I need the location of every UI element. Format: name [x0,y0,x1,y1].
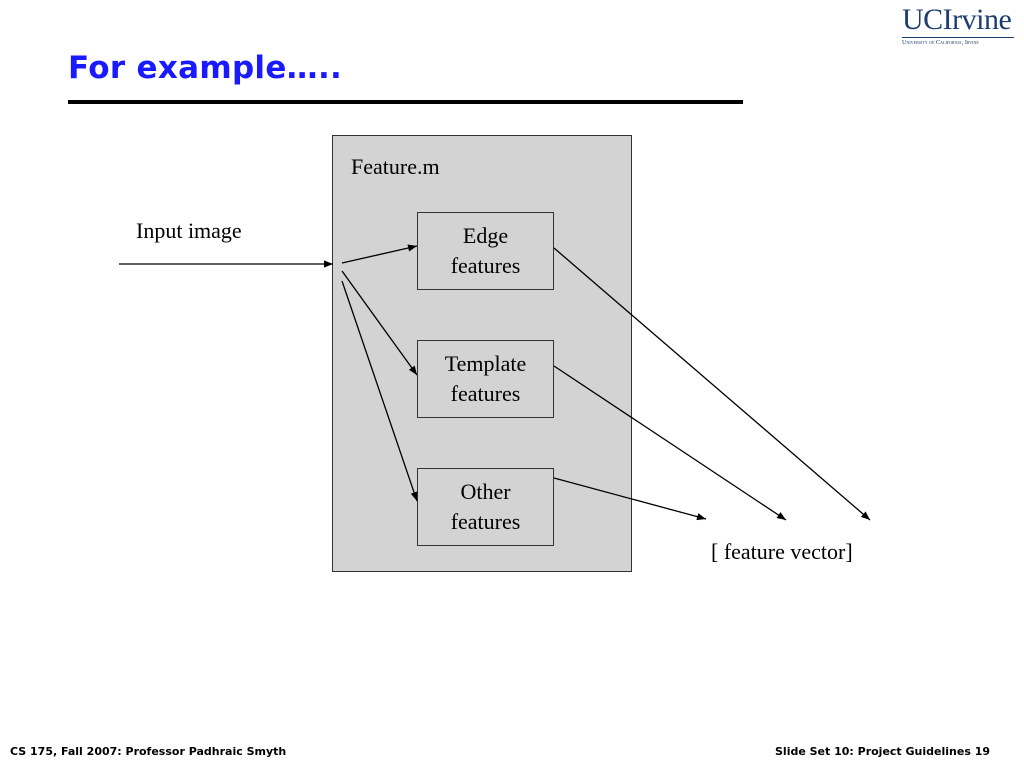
footer-slide-number: Slide Set 10: Project Guidelines 19 [775,745,990,758]
template-to-vector-arrow [553,365,787,521]
other-features-label: Other features [450,479,521,534]
container-label: Feature.m [351,154,440,179]
logo-subtitle: University of California, Irvine [902,39,979,46]
arrow-to-other [341,280,418,502]
edge-to-vector-arrow [553,247,871,521]
edge-features-label: Edge features [450,223,521,278]
logo-rule [902,37,1014,38]
template-features-label: Template features [444,351,527,406]
input-image-label: Input image [136,218,242,243]
slide-title: For example….. [68,50,343,86]
uci-logo: UCIrvine University of California, Irvin… [902,4,1014,46]
other-features-box: Other features [417,468,554,546]
other-to-vector-arrow [553,477,707,521]
title-underline [68,100,743,104]
logo-wordmark: UCIrvine [902,3,1012,36]
template-features-box: Template features [417,340,554,418]
arrow-to-edge [341,244,418,264]
edge-features-box: Edge features [417,212,554,290]
feature-vector-label: [ feature vector] [711,539,853,564]
footer-course: CS 175, Fall 2007: Professor Padhraic Sm… [10,745,287,758]
arrow-to-template [341,270,418,376]
